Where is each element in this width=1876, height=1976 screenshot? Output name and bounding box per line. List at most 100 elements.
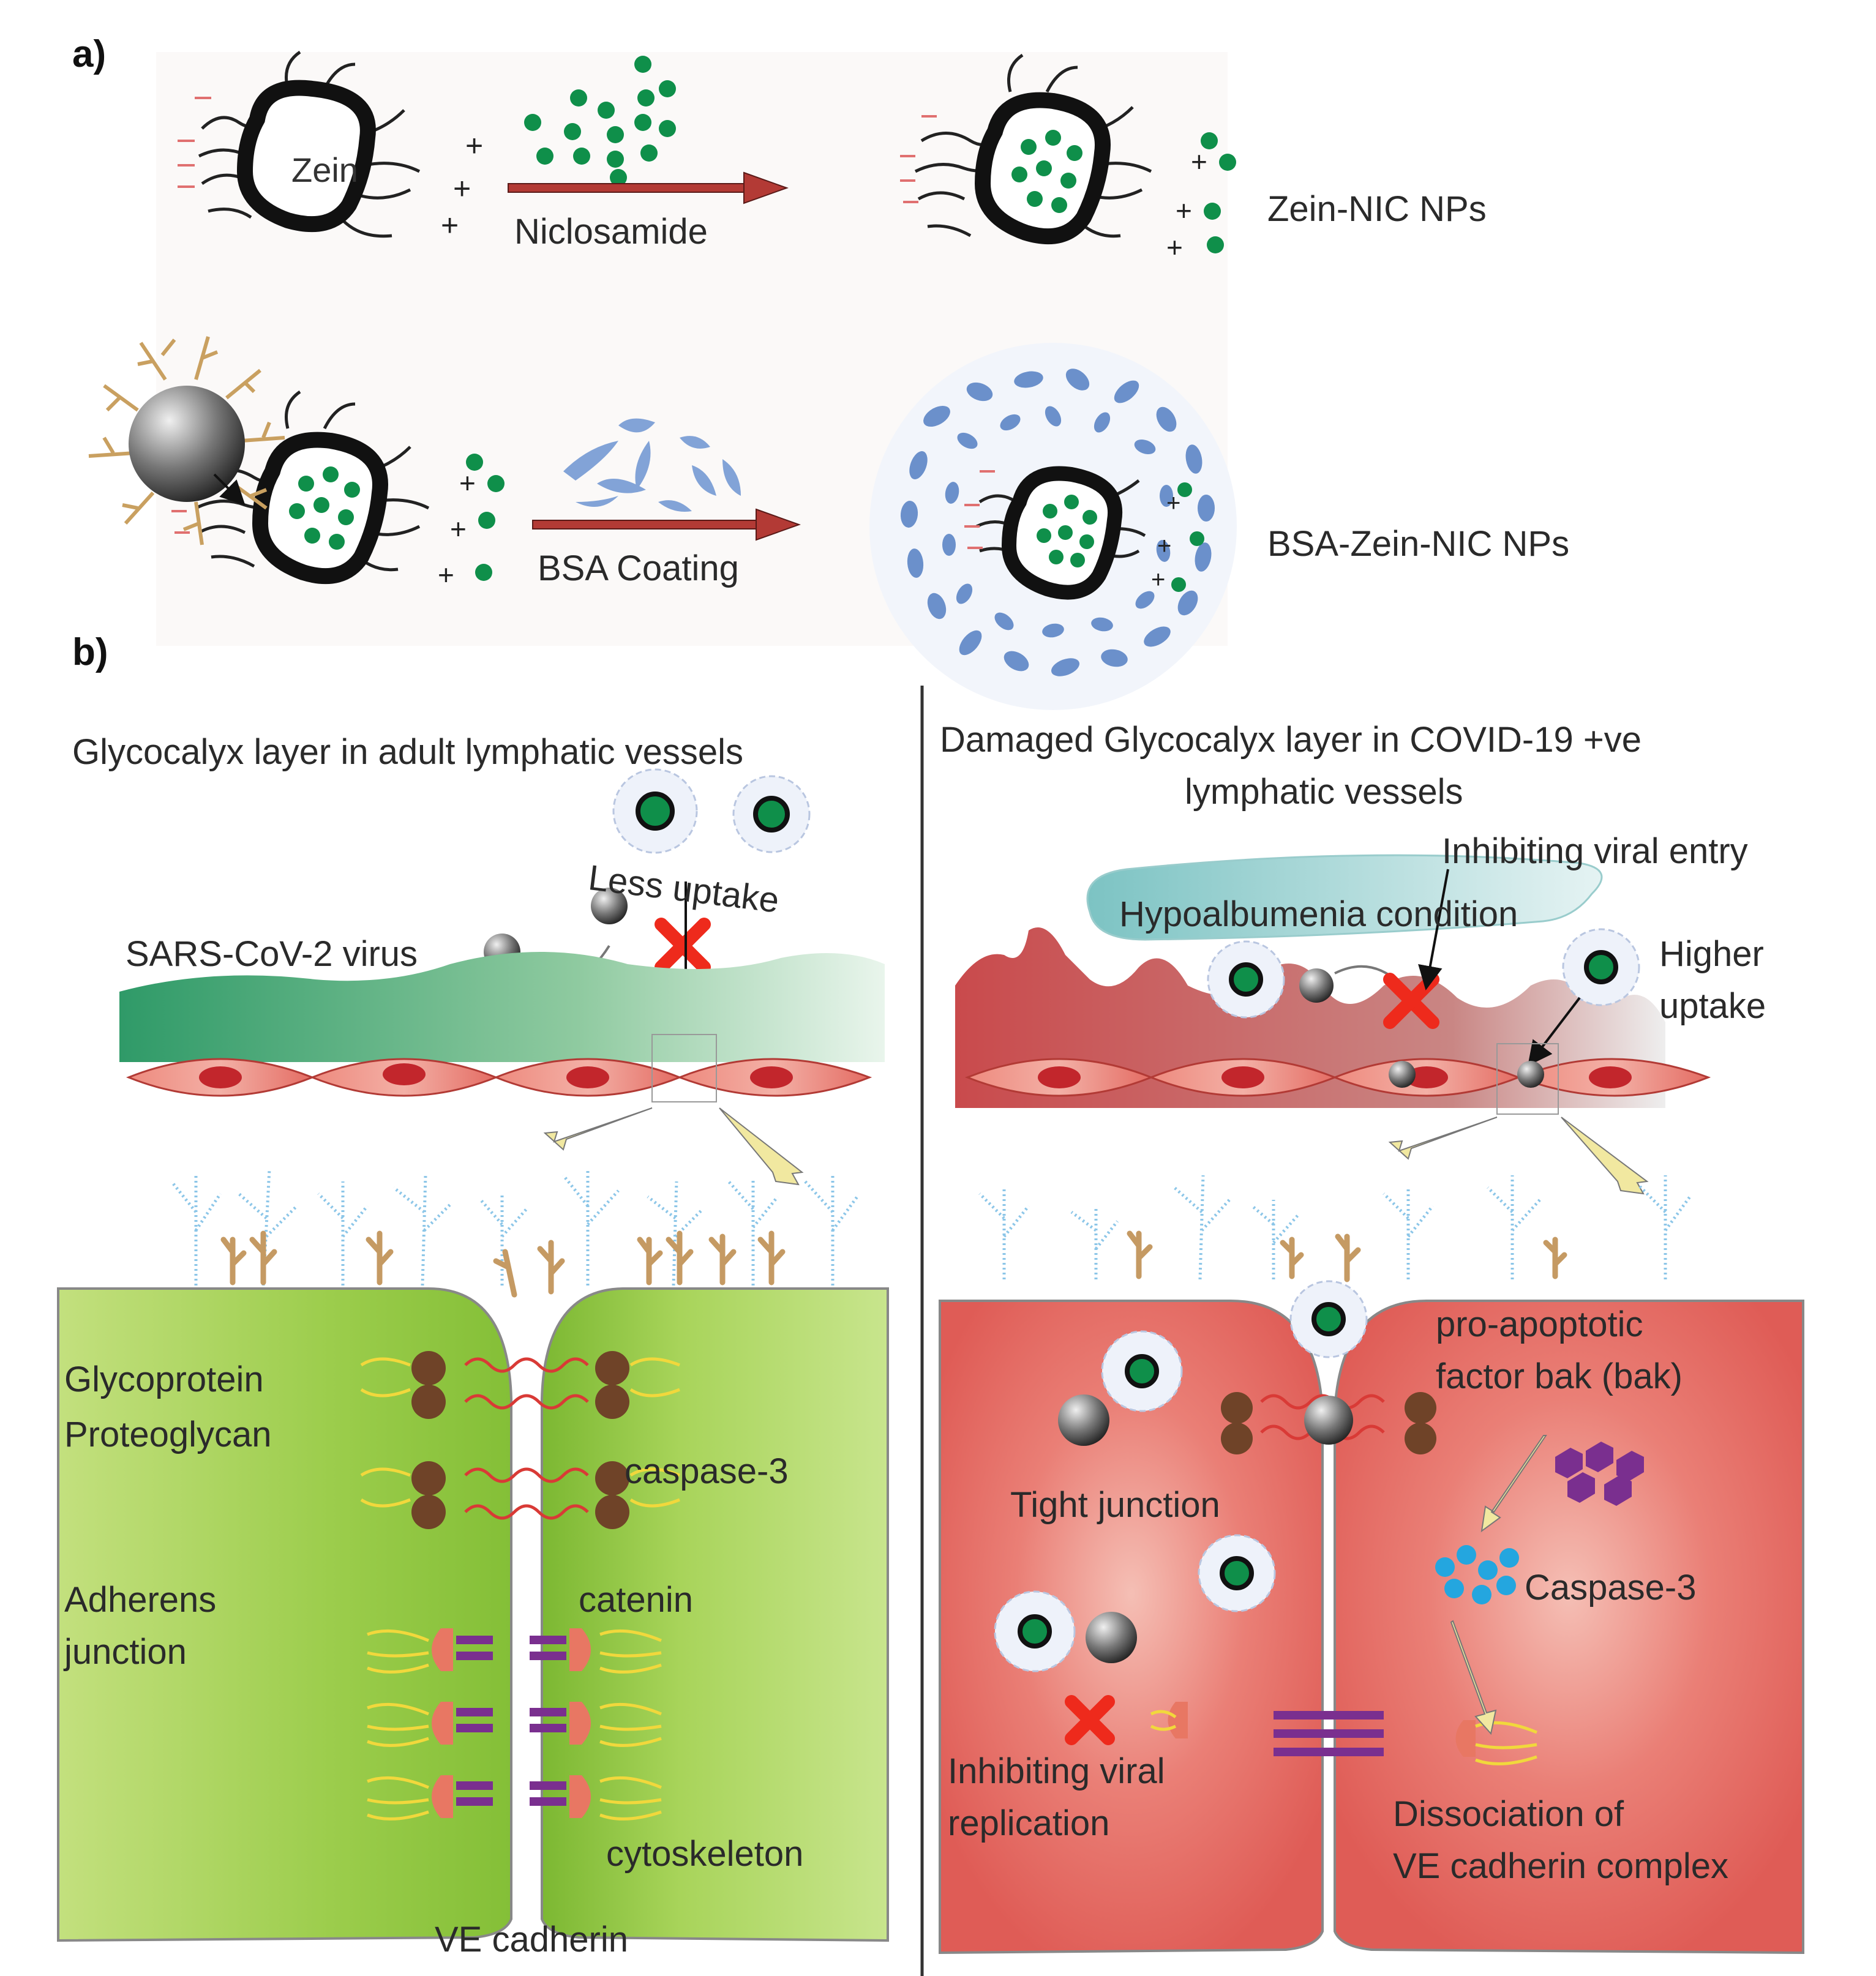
svg-text:+: + bbox=[1157, 533, 1171, 559]
pathway-arrows bbox=[1450, 1435, 1547, 1735]
bak-label-2: factor bak (bak) bbox=[1436, 1357, 1683, 1396]
np-in-cell-3 bbox=[994, 1590, 1076, 1672]
np-icon-b bbox=[732, 775, 811, 853]
np-in-cell-2 bbox=[1198, 1534, 1276, 1612]
panel-b-label: b) bbox=[72, 631, 108, 673]
ve-cadherin-label: VE cadherin bbox=[435, 1920, 628, 1959]
caspase-right-label: Caspase-3 bbox=[1525, 1568, 1697, 1607]
zoom-arrows-right bbox=[1388, 1117, 1649, 1195]
glycocalyx-layer-damaged bbox=[955, 927, 1665, 1108]
virus-pointer-arrow bbox=[213, 473, 246, 506]
svg-text:+: + bbox=[1166, 490, 1180, 517]
inhibiting-replication-label-1: Inhibiting viral bbox=[948, 1751, 1165, 1791]
positive-charges-3: + + + bbox=[438, 467, 476, 591]
proteoglycan-left bbox=[220, 1230, 786, 1298]
glycocalyx-fronds-right bbox=[978, 1175, 1692, 1280]
positive-charges-1: +++ bbox=[441, 129, 483, 242]
tight-junction-damaged bbox=[1221, 1392, 1436, 1454]
right-title-line-1: Damaged Glycocalyx layer in COVID-19 +ve bbox=[940, 720, 1642, 760]
surface-drug-dots-1 bbox=[1201, 132, 1236, 253]
svg-text:+: + bbox=[465, 129, 483, 163]
right-panel-art bbox=[939, 854, 1804, 1955]
bak-label-1: pro-apoptotic bbox=[1436, 1304, 1643, 1344]
panel-a-label: a) bbox=[72, 33, 107, 75]
bak-molecules bbox=[1555, 1442, 1644, 1506]
small-virus-b bbox=[1299, 968, 1334, 1003]
endothelial-cells-healthy bbox=[126, 1058, 872, 1097]
bsa-molecules bbox=[563, 418, 741, 512]
np-in-cell-1 bbox=[1101, 1330, 1183, 1412]
svg-text:+: + bbox=[438, 559, 454, 591]
dissociation-label-1: Dissociation of bbox=[1393, 1794, 1624, 1834]
zein-nic-np bbox=[914, 53, 1152, 245]
virus-on-cell-1 bbox=[1389, 1061, 1416, 1088]
zoom-box-right bbox=[1496, 1043, 1559, 1115]
zoom-box-left bbox=[651, 1034, 717, 1102]
svg-text:+: + bbox=[450, 513, 467, 545]
left-title: Glycocalyx layer in adult lymphatic vess… bbox=[72, 732, 743, 772]
bsa-coating-label: BSA Coating bbox=[538, 548, 739, 588]
higher-label: Higher bbox=[1659, 934, 1764, 974]
np-icon-a bbox=[612, 768, 698, 854]
negative-charges-1 bbox=[178, 97, 211, 188]
bsa-zein-nic-np: + + + bbox=[869, 343, 1237, 710]
adherens-label-2: junction bbox=[64, 1632, 187, 1672]
bsa-arrow bbox=[532, 508, 801, 541]
cytoskeleton-label: cytoskeleton bbox=[606, 1834, 804, 1874]
zein-nic-product-label: Zein-NIC NPs bbox=[1267, 189, 1487, 229]
caspase-left-label: caspase-3 bbox=[625, 1451, 789, 1491]
svg-text:+: + bbox=[1176, 195, 1192, 226]
svg-text:+: + bbox=[459, 467, 476, 499]
bsa-zein-nic-product-label: BSA-Zein-NIC NPs bbox=[1267, 524, 1570, 564]
positive-charges-2: +++ bbox=[1166, 146, 1207, 263]
zein-label: Zein bbox=[291, 151, 358, 189]
inhibiting-replication-label-2: replication bbox=[948, 1803, 1110, 1843]
zoom-arrows-left bbox=[543, 1107, 804, 1186]
surface-drug-dots-2 bbox=[466, 454, 505, 581]
tight-junction-healthy bbox=[360, 1351, 680, 1529]
red-cell-right bbox=[1334, 1300, 1804, 1955]
adherens-junction-healthy bbox=[367, 1628, 662, 1821]
dissociated-cadherin bbox=[1150, 1702, 1537, 1765]
left-panel-art bbox=[57, 336, 889, 1942]
adherens-label-1: Adherens bbox=[64, 1580, 217, 1620]
svg-text:+: + bbox=[1151, 566, 1165, 593]
niclosamide-dots bbox=[524, 56, 676, 186]
svg-text:+: + bbox=[441, 208, 459, 242]
hypoalbumenia-cloud bbox=[1086, 854, 1603, 941]
glycoprotein-label: Glycoprotein bbox=[64, 1360, 264, 1399]
virus-in-cell-2 bbox=[1086, 1612, 1137, 1663]
zein-particle bbox=[198, 50, 421, 238]
virus-icon bbox=[88, 336, 285, 545]
virus-on-cell-2 bbox=[1517, 1061, 1544, 1088]
np-entering-gap bbox=[1289, 1280, 1368, 1358]
negative-charges-2 bbox=[900, 115, 937, 203]
cross-left bbox=[655, 918, 711, 974]
uptake-label: uptake bbox=[1659, 986, 1766, 1026]
right-title-line-2: lymphatic vessels bbox=[1185, 772, 1463, 812]
cross-right-bottom bbox=[1065, 1695, 1115, 1745]
inhibiting-entry-label: Inhibiting viral entry bbox=[1442, 831, 1748, 871]
niclosamide-arrow bbox=[508, 171, 789, 204]
proteoglycan-right bbox=[1127, 1230, 1567, 1282]
zein-nic-np-row2 bbox=[195, 390, 430, 585]
panel-a: +++ bbox=[156, 50, 1237, 710]
glycocalyx-fronds-left bbox=[170, 1169, 859, 1286]
svg-text:+: + bbox=[1166, 231, 1183, 263]
virus-label: SARS-CoV-2 virus bbox=[126, 934, 418, 974]
entry-pointer-arrow bbox=[1418, 869, 1449, 990]
svg-text:+: + bbox=[453, 171, 471, 206]
hypoalbumenia-label: Hypoalbumenia condition bbox=[1119, 894, 1518, 934]
proteoglycan-label: Proteoglycan bbox=[64, 1415, 272, 1454]
higher-uptake-arrow bbox=[1528, 997, 1581, 1066]
virus-in-cell-1 bbox=[1058, 1394, 1109, 1446]
tight-junction-label: Tight junction bbox=[1010, 1485, 1220, 1525]
dissociation-label-2: VE cadherin complex bbox=[1393, 1846, 1729, 1886]
np-icon-d bbox=[1562, 928, 1640, 1006]
np-icon-c bbox=[1207, 940, 1285, 1019]
endothelial-cells-damaged bbox=[964, 1058, 1711, 1097]
caspase-molecules bbox=[1435, 1545, 1519, 1604]
catenin-label: catenin bbox=[579, 1580, 694, 1620]
niclosamide-label: Niclosamide bbox=[514, 212, 708, 252]
